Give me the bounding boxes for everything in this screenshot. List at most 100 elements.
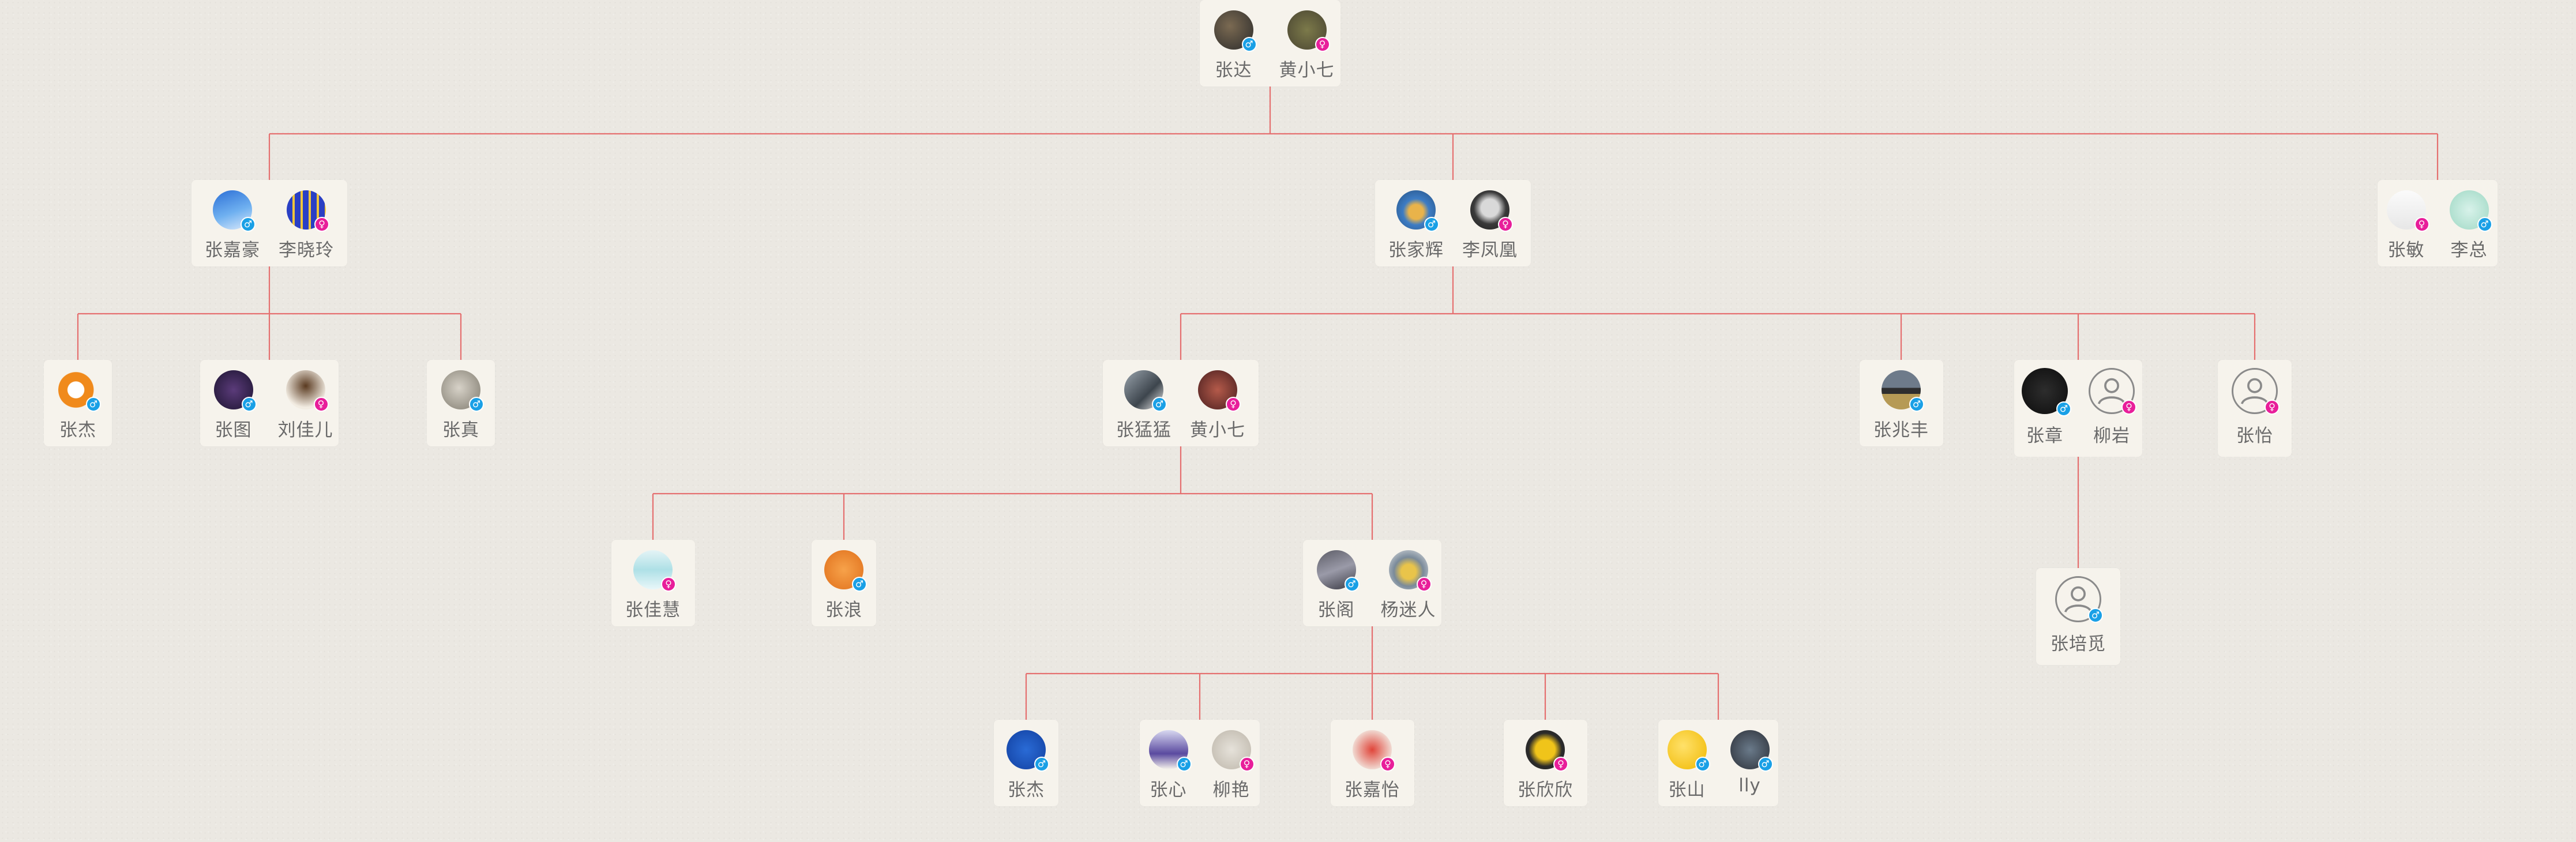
person-name: 柳艳 — [1212, 780, 1250, 800]
avatar[interactable]: ♀ — [1526, 730, 1568, 772]
family-node-n12[interactable]: ♀张佳慧 — [611, 540, 695, 626]
person-n3-0[interactable]: ♂张家辉 — [1382, 190, 1450, 261]
person-n2-1[interactable]: ♀ 李晓玲 — [272, 190, 340, 261]
avatar[interactable]: ♀ — [2386, 190, 2429, 232]
person-n17-0[interactable]: ♂张心 — [1140, 730, 1197, 801]
family-node-n8[interactable]: ♂ 张猛猛 ♀黄小七 — [1103, 360, 1259, 446]
family-node-n19[interactable]: ♀张欣欣 — [1503, 720, 1587, 806]
avatar[interactable]: ♂ — [1396, 190, 1439, 232]
person-n20-0[interactable]: ♂ 张山 — [1658, 730, 1715, 801]
family-node-n11[interactable]: ♀张怡 — [2218, 360, 2292, 457]
female-symbol-icon: ♀ — [1315, 37, 1330, 52]
person-n8-1[interactable]: ♀黄小七 — [1184, 370, 1252, 441]
family-node-n7[interactable]: ♂张真 — [427, 360, 495, 446]
family-node-n15[interactable]: ♂ 张培觅 — [2036, 568, 2120, 665]
male-symbol-icon: ♂ — [852, 577, 867, 592]
avatar[interactable]: ♀ — [1211, 730, 1255, 772]
person-n13-0[interactable]: ♂ 张浪 — [812, 550, 876, 621]
female-symbol-icon: ♀ — [2265, 400, 2280, 415]
avatar[interactable]: ♀ — [633, 550, 676, 592]
avatar[interactable]: ♂ — [441, 370, 484, 412]
avatar[interactable]: ♀ — [286, 370, 329, 412]
person-n1-0[interactable]: ♂张达 — [1200, 10, 1267, 81]
avatar[interactable]: ♂ — [2449, 190, 2492, 232]
avatar[interactable]: ♀ — [2089, 368, 2136, 415]
person-n10-0[interactable]: ♂张章 — [2014, 368, 2075, 447]
avatar[interactable]: ♂ — [824, 550, 867, 592]
family-node-n14[interactable]: ♂张阁♀杨迷人 — [1303, 540, 1441, 626]
family-node-n2[interactable]: ♂ 张嘉豪 ♀ 李晓玲 — [191, 180, 347, 266]
person-name: 张培觅 — [2051, 634, 2106, 655]
person-n4-0[interactable]: ♀张敏 — [2378, 190, 2435, 261]
person-n6-0[interactable]: ♂ 张图 — [200, 370, 266, 441]
family-node-n10[interactable]: ♂张章♀柳岩 — [2014, 360, 2142, 457]
avatar[interactable]: ♀ — [1470, 190, 1513, 232]
person-n2-0[interactable]: ♂ 张嘉豪 — [198, 190, 266, 261]
person-name: 张浪 — [825, 600, 862, 621]
person-n6-1[interactable]: ♀ 刘佳儿 — [272, 370, 339, 441]
avatar[interactable]: ♀ — [287, 190, 329, 232]
person-n1-1[interactable]: ♀黄小七 — [1273, 10, 1340, 81]
avatar[interactable]: ♂ — [213, 190, 256, 232]
person-n10-1[interactable]: ♀柳岩 — [2081, 368, 2142, 447]
avatar[interactable]: ♀ — [1353, 730, 1395, 772]
person-n11-0[interactable]: ♀张怡 — [2221, 368, 2289, 447]
person-n8-0[interactable]: ♂ 张猛猛 — [1110, 370, 1178, 441]
avatar[interactable]: ♀ — [1388, 550, 1432, 592]
avatar[interactable]: ♂ — [1316, 550, 1360, 592]
person-n14-1[interactable]: ♀杨迷人 — [1375, 550, 1441, 621]
person-n12-0[interactable]: ♀张佳慧 — [619, 550, 687, 621]
person-n5-0[interactable]: ♂张杰 — [44, 370, 112, 441]
person-n16-0[interactable]: ♂张杰 — [994, 730, 1058, 801]
person-n19-0[interactable]: ♀张欣欣 — [1511, 730, 1579, 801]
person-name: 张嘉豪 — [205, 240, 260, 261]
person-n18-0[interactable]: ♀张嘉怡 — [1338, 730, 1406, 801]
person-name: 刘佳儿 — [277, 420, 333, 441]
avatar[interactable]: ♂ — [1730, 730, 1773, 772]
avatar[interactable]: ♂ — [2055, 576, 2103, 623]
avatar[interactable]: ♀ — [1198, 370, 1241, 412]
family-node-n20[interactable]: ♂ 张山 ♂ lly — [1658, 720, 1778, 806]
person-n14-0[interactable]: ♂张阁 — [1303, 550, 1369, 621]
male-symbol-icon: ♂ — [1758, 757, 1773, 772]
person-n15-0[interactable]: ♂ 张培觅 — [2044, 576, 2112, 655]
family-node-n17[interactable]: ♂张心 ♀ 柳艳 — [1140, 720, 1260, 806]
avatar[interactable]: ♂ — [1214, 10, 1257, 52]
person-n17-1[interactable]: ♀ 柳艳 — [1203, 730, 1260, 801]
person-name: 张山 — [1668, 780, 1706, 800]
family-node-n13[interactable]: ♂ 张浪 — [812, 540, 876, 626]
person-n3-1[interactable]: ♀李凤凰 — [1456, 190, 1524, 261]
family-node-n16[interactable]: ♂张杰 — [994, 720, 1058, 806]
male-symbol-icon: ♂ — [241, 217, 256, 232]
avatar[interactable]: ♂ — [1124, 370, 1167, 412]
family-node-n3[interactable]: ♂张家辉♀李凤凰 — [1375, 180, 1531, 266]
family-node-n5[interactable]: ♂张杰 — [44, 360, 112, 446]
person-name: 张猛猛 — [1116, 420, 1171, 441]
family-node-n18[interactable]: ♀张嘉怡 — [1330, 720, 1414, 806]
avatar[interactable]: ♀ — [1287, 10, 1330, 52]
avatar[interactable]: ♀ — [2232, 368, 2280, 415]
avatar[interactable]: ♂ — [1667, 730, 1710, 772]
avatar[interactable]: ♂ — [213, 370, 257, 412]
person-name: 李晓玲 — [279, 240, 334, 261]
person-n9-0[interactable]: ♂ 张兆丰 — [1867, 370, 1935, 441]
family-node-n4[interactable]: ♀张敏♂李总 — [2378, 180, 2498, 266]
male-symbol-icon: ♂ — [241, 397, 257, 412]
family-node-n1[interactable]: ♂张达♀黄小七 — [1200, 0, 1340, 87]
avatar[interactable]: ♂ — [1148, 730, 1192, 772]
avatar[interactable]: ♂ — [2022, 368, 2071, 416]
person-n20-1[interactable]: ♂ lly — [1721, 730, 1778, 796]
person-n7-0[interactable]: ♂张真 — [427, 370, 495, 441]
avatar[interactable]: ♂ — [1882, 370, 1924, 412]
person-n4-1[interactable]: ♂李总 — [2440, 190, 2498, 261]
person-name: 张图 — [215, 420, 252, 441]
person-name: lly — [1738, 775, 1761, 796]
family-node-n9[interactable]: ♂ 张兆丰 — [1859, 360, 1943, 446]
avatar[interactable]: ♂ — [1007, 730, 1049, 772]
family-node-n6[interactable]: ♂ 张图 ♀ 刘佳儿 — [200, 360, 339, 446]
male-symbol-icon: ♂ — [1695, 757, 1710, 772]
avatar[interactable]: ♂ — [58, 370, 101, 412]
female-symbol-icon: ♀ — [661, 577, 676, 592]
person-name: 张兆丰 — [1873, 420, 1929, 441]
